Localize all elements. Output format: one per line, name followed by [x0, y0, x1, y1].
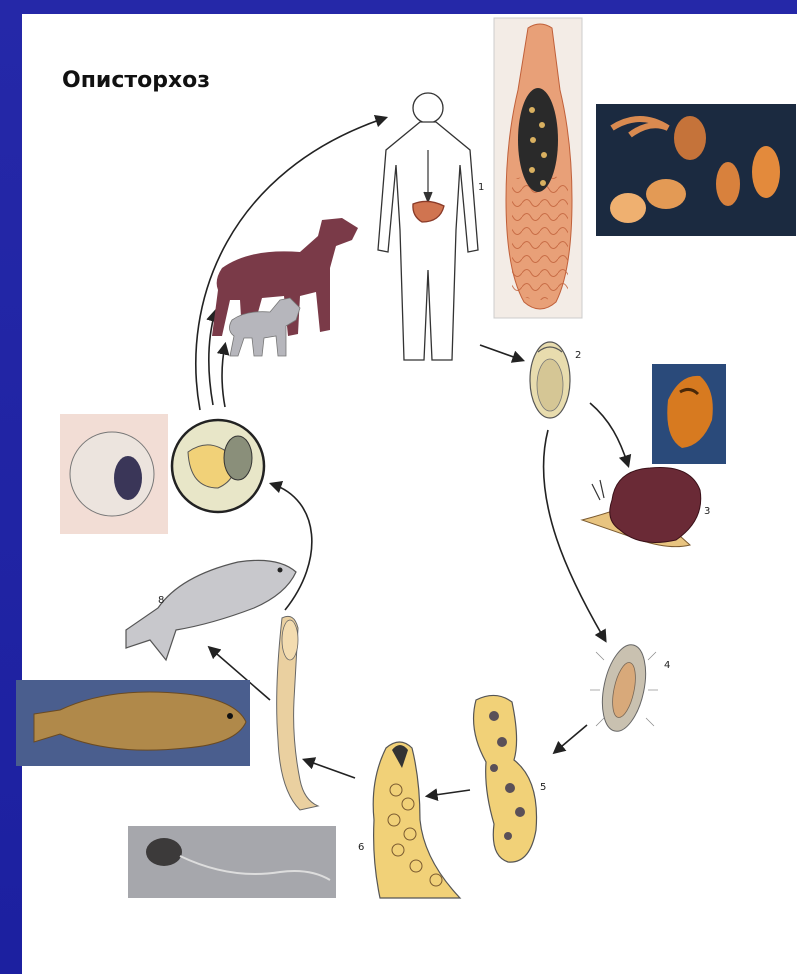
stage-number-4: 4: [664, 660, 670, 671]
photo-adult-flukes: [596, 104, 796, 236]
metacercaria-stage-7: [172, 420, 264, 512]
stage-number-8: 8: [158, 595, 164, 606]
photo-snail-host: [652, 364, 726, 464]
egg-stage-2: [530, 342, 570, 418]
fish-drawing-stage-8: [126, 560, 296, 660]
sporocyst-stage-4: [590, 641, 658, 735]
stage-number-3: 3: [704, 506, 710, 517]
photo-cercaria: [128, 826, 336, 898]
human-host-figure: [378, 93, 478, 360]
stage-number-5: 5: [540, 782, 546, 793]
redia-stage-5: [474, 695, 537, 862]
redia-stage-6: [373, 742, 460, 898]
snail-stage-3: [582, 467, 701, 546]
adult-fluke-drawing: [494, 18, 582, 318]
stage-number-6: 6: [358, 842, 364, 853]
photo-carp-fish: [16, 680, 250, 766]
photo-metacercaria: [60, 414, 168, 534]
stage-number-2: 2: [575, 350, 581, 361]
stage-number-1: 1: [478, 182, 484, 193]
cercaria-drawing: [277, 616, 318, 810]
